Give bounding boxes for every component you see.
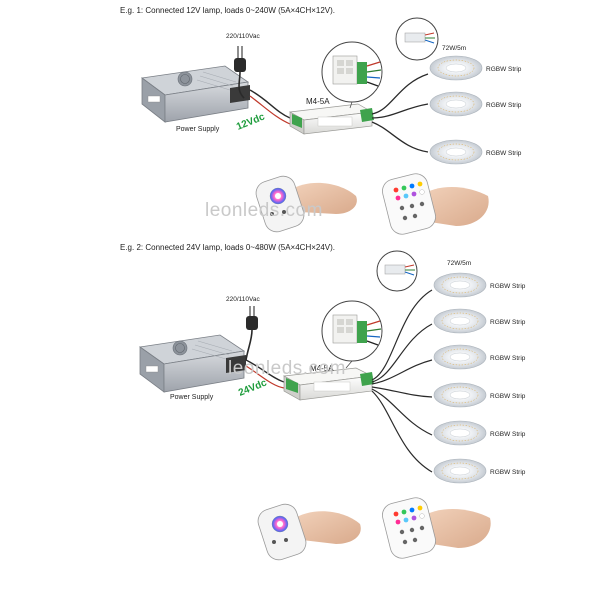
plug-icon: [234, 46, 246, 99]
led-strip-reel-icon: [429, 55, 483, 81]
led-strip-reel-icon: [429, 139, 483, 165]
voltage-label: 12Vdc: [235, 111, 267, 132]
example1-diagram: Power Supply 220/110Vac 12Vdc M4-5A: [140, 17, 522, 235]
mains-label: 220/110Vac: [226, 33, 260, 40]
led-strip-reel-icon: [433, 344, 487, 370]
plug-icon: [245, 306, 258, 361]
wiring-closeup-icon: [321, 41, 383, 109]
strip-label-3: RGBW Strip: [486, 150, 522, 157]
remote-hand-icon: [257, 503, 361, 561]
remote-hand-icon: [255, 175, 357, 233]
strip-label-1: RGBW Strip: [490, 283, 526, 290]
wiring-closeup-icon: [321, 300, 383, 369]
led-strip-reel-icon: [433, 458, 487, 484]
psu-label: Power Supply: [176, 126, 220, 133]
strip-connector-closeup-icon: [395, 17, 439, 61]
strip-connector-closeup-icon: [376, 250, 418, 292]
power-supply-icon: [140, 65, 250, 123]
strip-rating-label: 72W/5m: [447, 260, 471, 267]
mains-label: 220/110Vac: [226, 296, 260, 303]
strip-label-5: RGBW Strip: [490, 431, 526, 438]
example2-diagram: Power Supply 220/110Vac 24Vdc M4-5A: [138, 250, 526, 561]
strip-label-1: RGBW Strip: [486, 66, 522, 73]
power-supply-icon: [138, 334, 246, 393]
strip-label-4: RGBW Strip: [490, 393, 526, 400]
led-strip-reel-icon: [433, 272, 487, 298]
strip-label-2: RGBW Strip: [490, 319, 526, 326]
watermark-1: leonleds.com: [205, 200, 323, 221]
controller-icon: [288, 103, 374, 135]
led-strip-reel-icon: [433, 420, 487, 446]
remote-hand-icon: [382, 173, 489, 235]
psu-label: Power Supply: [170, 394, 214, 401]
strip-label-2: RGBW Strip: [486, 102, 522, 109]
example1-caption: E.g. 1: Connected 12V lamp, loads 0~240W…: [120, 6, 336, 15]
led-strip-reel-icon: [429, 91, 483, 117]
controller-model-label: M4-5A: [310, 364, 334, 373]
strip-label-3: RGBW Strip: [490, 355, 526, 362]
strip-rating-label: 72W/5m: [442, 45, 466, 52]
watermark-2: leonleds.com: [228, 358, 346, 379]
led-strip-reel-icon: [433, 382, 487, 408]
voltage-label: 24Vdc: [237, 377, 269, 398]
led-strip-reel-icon: [433, 308, 487, 334]
example2-caption: E.g. 2: Connected 24V lamp, loads 0~480W…: [120, 243, 336, 252]
remote-hand-icon: [382, 497, 491, 559]
controller-model-label: M4-5A: [306, 97, 330, 106]
controller-icon: [282, 367, 374, 401]
strip-label-6: RGBW Strip: [490, 469, 526, 476]
